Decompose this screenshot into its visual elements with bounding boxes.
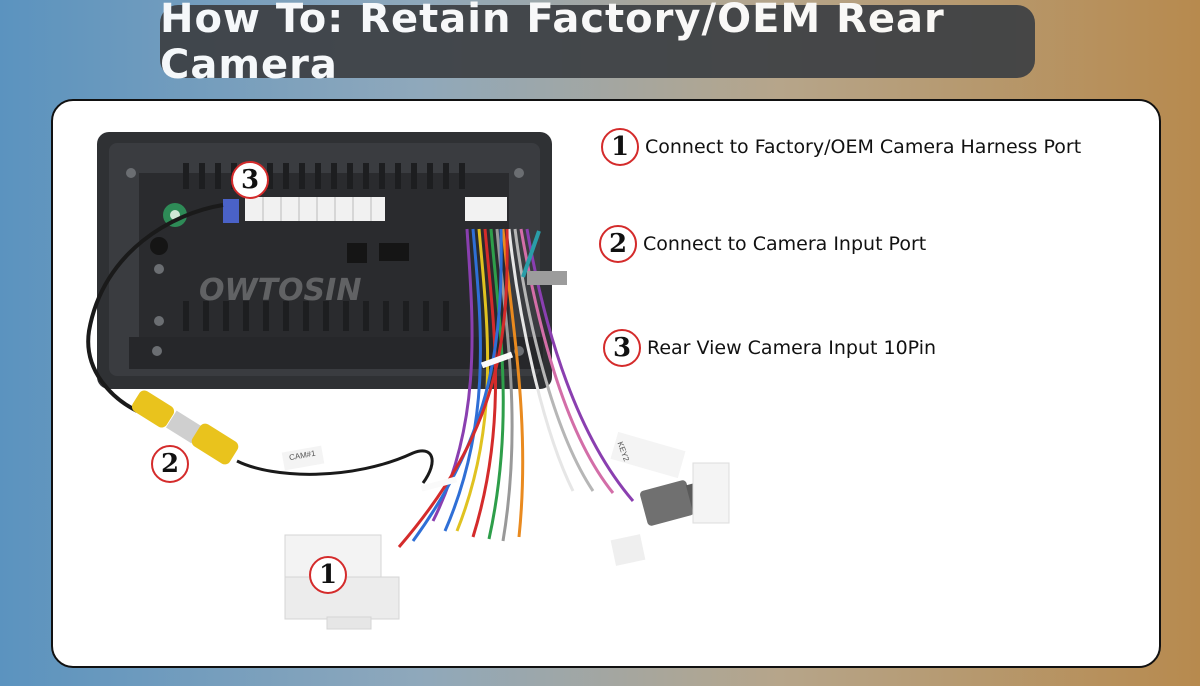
legend-badge-1: 1 [601, 128, 639, 166]
legend-item-3: 3 Rear View Camera Input 10Pin [603, 329, 936, 367]
legend-text-3: Rear View Camera Input 10Pin [647, 337, 937, 359]
radio-unit [97, 132, 552, 389]
title-banner: How To: Retain Factory/OEM Rear Camera [160, 0, 1035, 88]
content-panel: OWTOSIN CAM#1 KEY2 3 2 1 1 Connect to Fa… [51, 99, 1161, 668]
marker-1-badge: 1 [309, 556, 347, 594]
marker-2-badge: 2 [151, 445, 189, 483]
legend-item-2: 2 Connect to Camera Input Port [599, 225, 926, 263]
legend-item-1: 1 Connect to Factory/OEM Camera Harness … [601, 128, 1081, 166]
rca-connector [131, 390, 239, 465]
oem-connector [284, 534, 400, 630]
legend-text-1: Connect to Factory/OEM Camera Harness Po… [645, 136, 1082, 158]
legend-badge-2: 2 [599, 225, 637, 263]
page-title: How To: Retain Factory/OEM Rear Camera [160, 0, 945, 88]
legend-badge-3: 3 [603, 329, 641, 367]
marker-3-badge: 3 [231, 161, 269, 199]
wiring-illustration [86, 132, 730, 630]
watermark: OWTOSIN [199, 273, 362, 308]
legend-text-2: Connect to Camera Input Port [643, 233, 927, 255]
